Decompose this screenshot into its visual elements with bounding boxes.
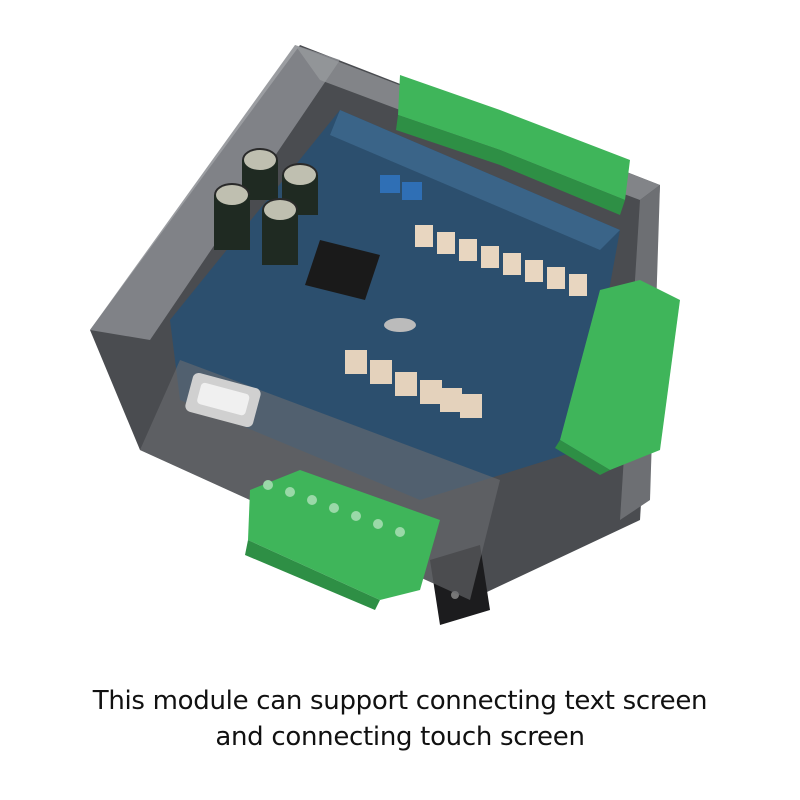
capacitors (214, 148, 318, 265)
caption: This module can support connecting text … (0, 683, 800, 755)
plc-module-photo (90, 45, 680, 625)
caption-line-1: This module can support connecting text … (92, 686, 708, 716)
caption-line-2: and connecting touch screen (215, 722, 585, 752)
